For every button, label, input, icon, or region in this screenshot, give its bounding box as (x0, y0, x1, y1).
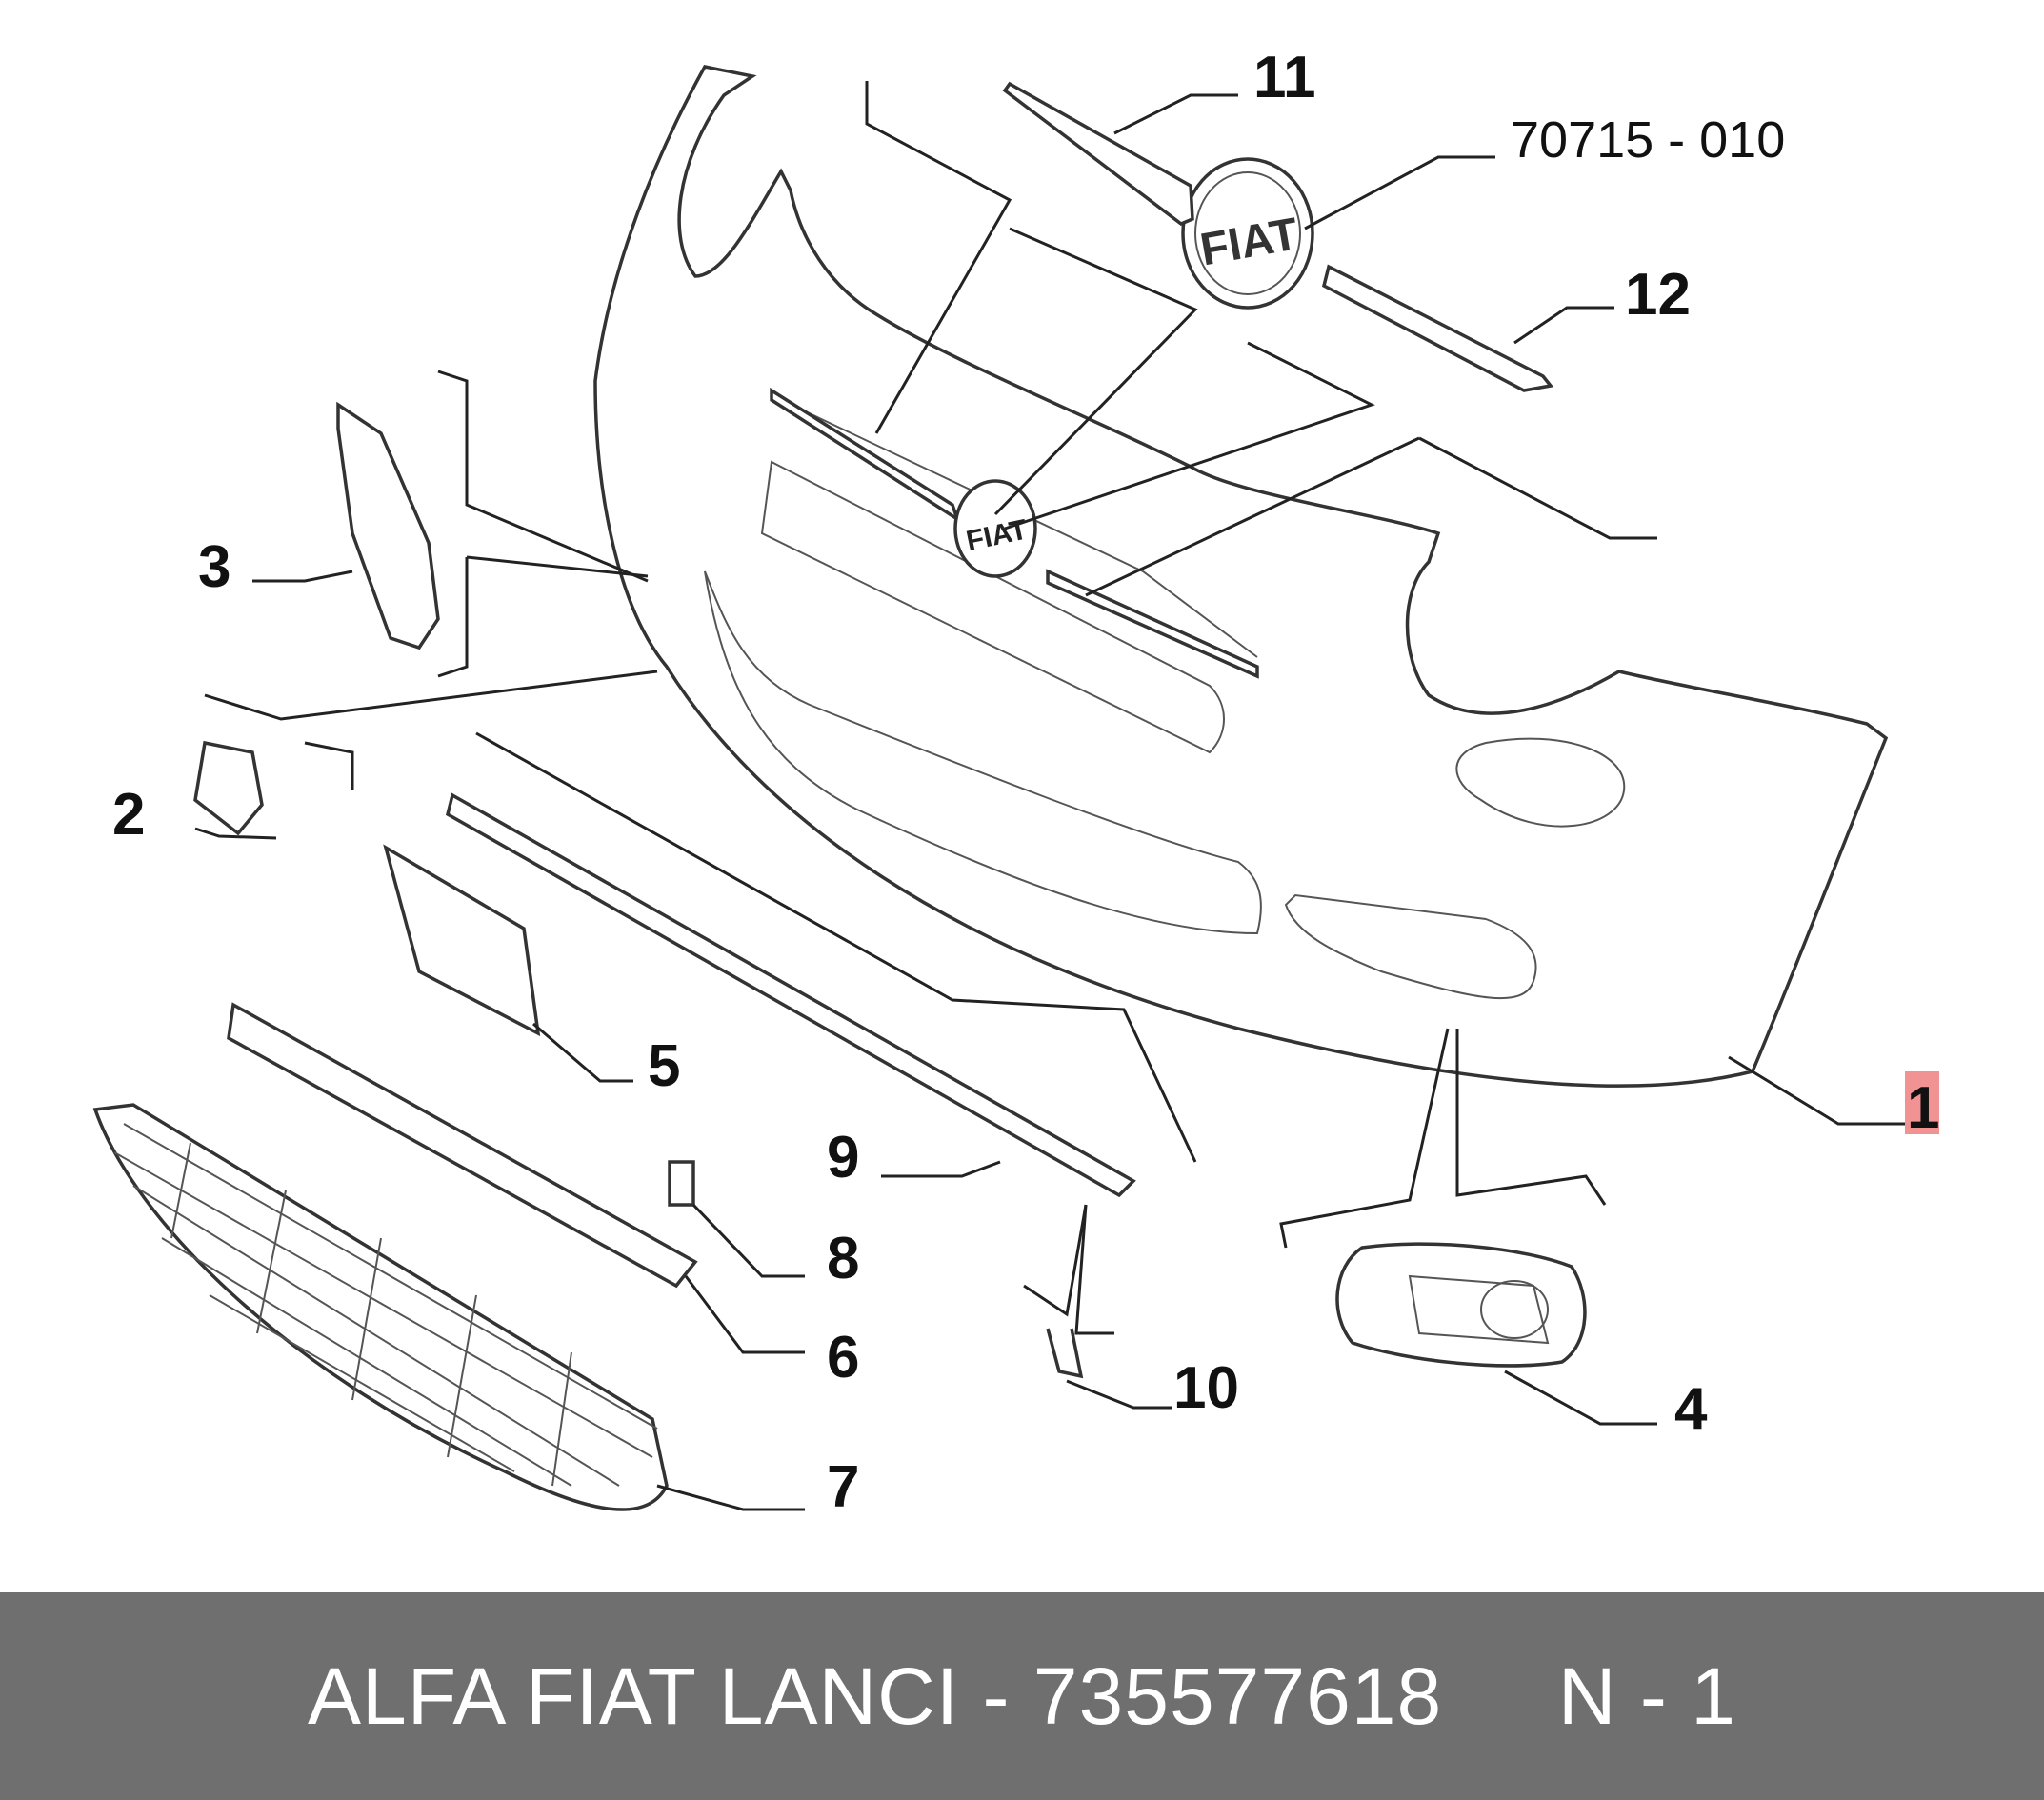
label-6: 6 (827, 1325, 859, 1390)
bar-part-9 (445, 792, 1136, 1198)
side-grille-part-5 (383, 844, 541, 1037)
footer-bar: ALFA FIAT LANCI - 735577618 N - 1 (0, 1592, 2044, 1800)
fog-bezel-part-4 (1335, 1242, 1587, 1368)
emblem: FIAT (1181, 157, 1314, 310)
label-8: 8 (827, 1226, 859, 1291)
label-2: 2 (112, 782, 145, 848)
parts-diagram: FIAT FIAT (92, 45, 1939, 1520)
bracket-part-3 (336, 401, 440, 650)
label-5: 5 (648, 1033, 680, 1099)
label-3: 3 (198, 534, 230, 600)
label-10: 10 (1173, 1355, 1239, 1421)
reference-label: 70715 - 010 (1511, 111, 1785, 169)
clip-part-8 (668, 1160, 695, 1207)
trim-strip-part-12 (1321, 264, 1554, 392)
clip-part-10 (1046, 1328, 1084, 1379)
label-12: 12 (1625, 262, 1691, 328)
label-9: 9 (827, 1125, 859, 1190)
label-4: 4 (1674, 1376, 1708, 1442)
bumper-part-1 (593, 65, 1889, 1088)
lower-grille-part-7 (92, 1103, 669, 1511)
part-labels: 1 2 3 4 5 6 7 8 9 10 11 12 70715 - 010 (112, 45, 1939, 1520)
footer-text: ALFA FIAT LANCI - 735577618 N - 1 (308, 1650, 1736, 1741)
label-1-highlight (1905, 1071, 1939, 1134)
cover-part-2 (193, 740, 264, 836)
label-7: 7 (827, 1454, 859, 1520)
leader-lines (194, 81, 1905, 1511)
label-11: 11 (1253, 45, 1316, 110)
label-1: 1 (1907, 1075, 1939, 1141)
bumper-logo: FIAT (953, 479, 1037, 578)
bar-part-6 (227, 1002, 698, 1289)
trim-strip-part-11 (1002, 81, 1194, 227)
